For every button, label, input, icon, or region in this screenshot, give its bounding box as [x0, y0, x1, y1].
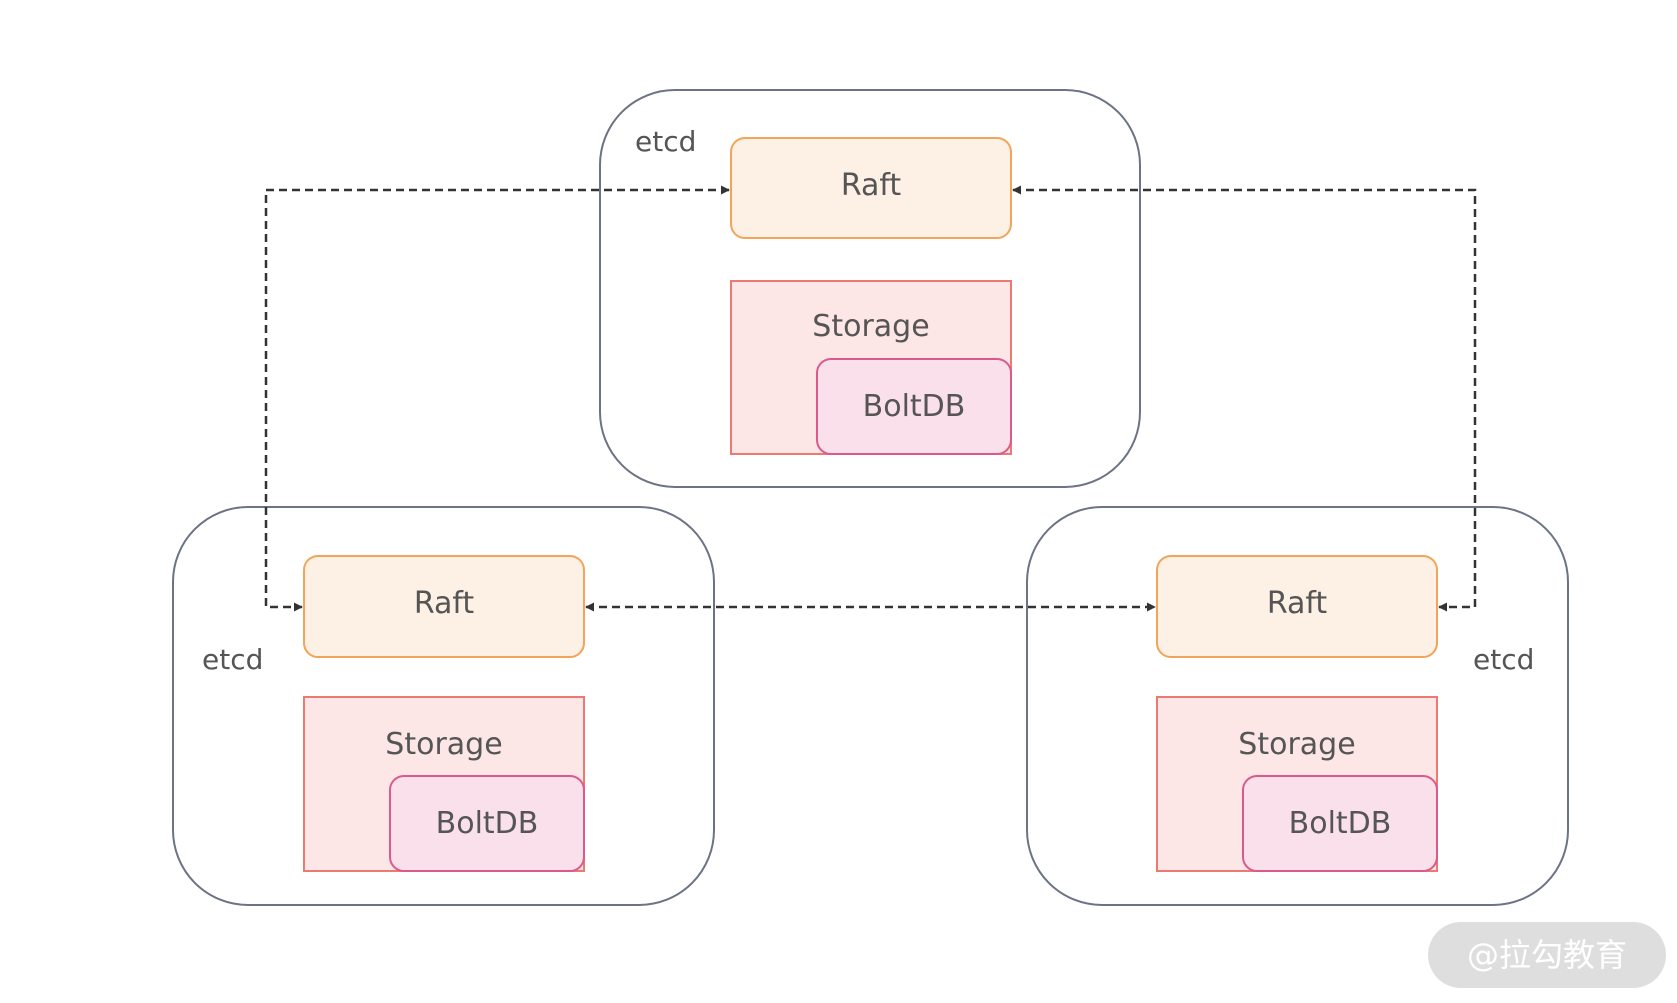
raft-link-top-left: [264, 185, 730, 612]
raft-label: Raft: [1267, 586, 1328, 621]
raft-box: [730, 137, 1012, 239]
boltdb-label: BoltDB: [863, 389, 966, 424]
raft-connectors: [264, 185, 1477, 612]
boltdb-box: [1242, 775, 1438, 872]
etcd-label: etcd: [635, 125, 696, 158]
boltdb-box: [816, 358, 1012, 455]
raft-label: Raft: [841, 168, 902, 203]
watermark: @拉勾教育: [1428, 922, 1666, 988]
storage-label: Storage: [385, 727, 502, 762]
watermark-badge: [1428, 922, 1666, 988]
etcd-label: etcd: [202, 643, 263, 676]
raft-link-top-right: [1012, 185, 1477, 612]
etcd-node-top: etcd Raft Storage BoltDB: [599, 89, 1141, 488]
etcd-node-left: etcd Raft Storage BoltDB: [172, 506, 715, 906]
storage-label: Storage: [1238, 727, 1355, 762]
etcd-label: etcd: [1473, 643, 1534, 676]
boltdb-box: [389, 775, 585, 872]
boltdb-label: BoltDB: [436, 806, 539, 841]
raft-label: Raft: [414, 586, 475, 621]
watermark-text: @拉勾教育: [1467, 936, 1627, 974]
boltdb-label: BoltDB: [1289, 806, 1392, 841]
storage-label: Storage: [812, 309, 929, 344]
etcd-node-right: etcd Raft Storage BoltDB: [1026, 506, 1569, 906]
